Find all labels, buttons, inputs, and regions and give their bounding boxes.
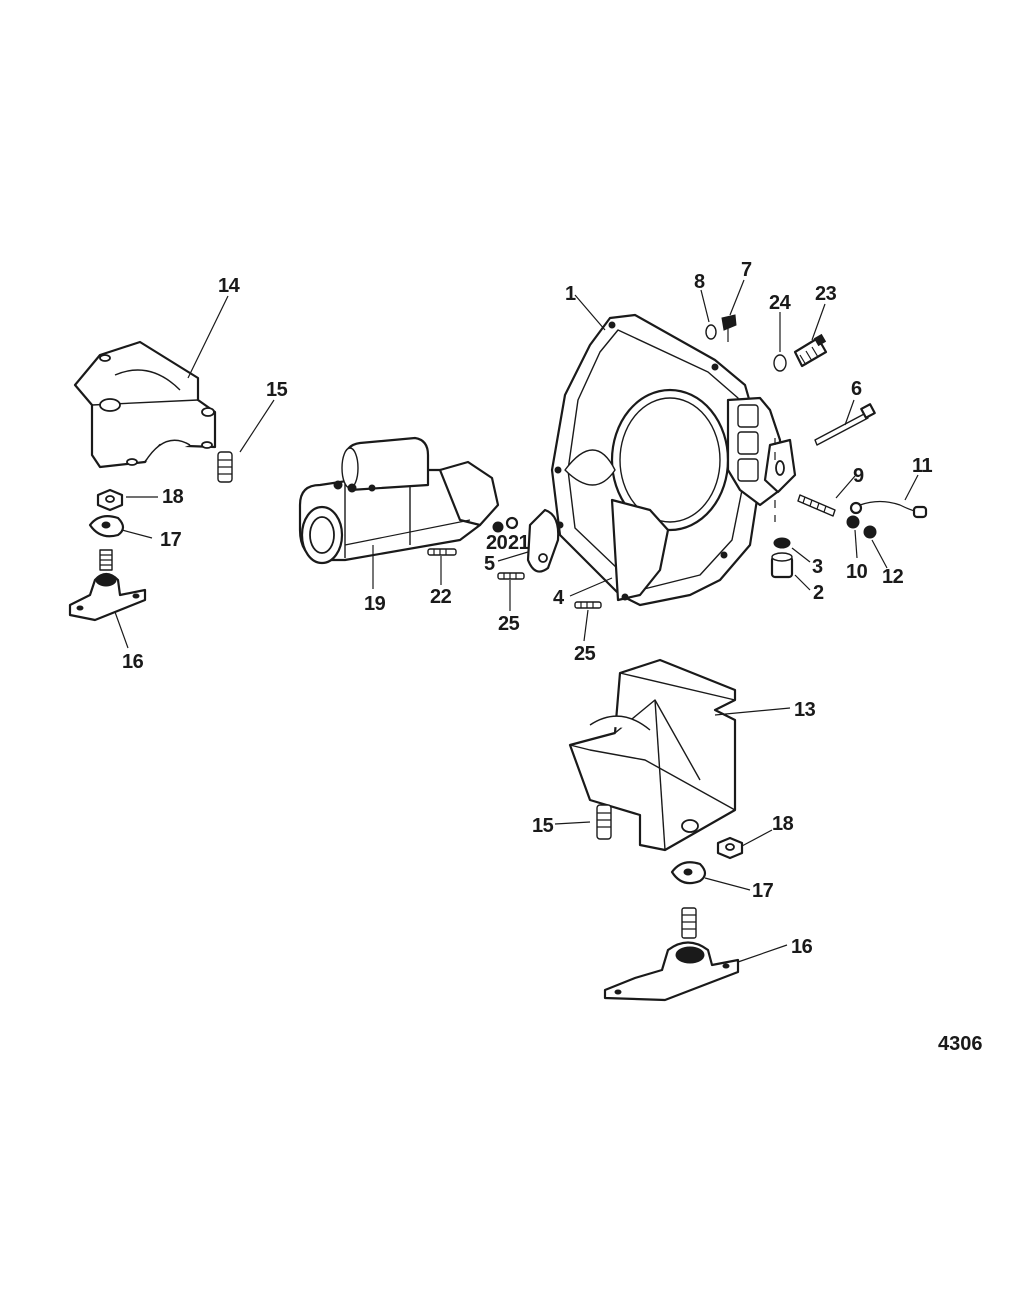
starter-motor-19 bbox=[298, 436, 500, 565]
callout-11: 11 bbox=[912, 455, 933, 477]
callout-25-upper: 25 bbox=[498, 613, 520, 635]
bolt-15-right bbox=[596, 804, 612, 840]
washer-21 bbox=[505, 516, 519, 530]
bolt-25-lower bbox=[574, 601, 602, 609]
leader-lines bbox=[114, 279, 919, 963]
nut-18-right bbox=[716, 836, 744, 860]
callout-9: 9 bbox=[853, 465, 864, 487]
spacer-2 bbox=[770, 552, 794, 579]
callout-16-right: 16 bbox=[791, 936, 813, 958]
cover-plate-5 bbox=[526, 508, 560, 573]
nut-12 bbox=[863, 525, 877, 539]
sensor-11 bbox=[849, 500, 928, 519]
callout-17-left: 17 bbox=[160, 529, 182, 551]
callout-25-lower: 25 bbox=[574, 643, 596, 665]
washer-3 bbox=[773, 537, 791, 549]
callout-15-right: 15 bbox=[532, 815, 554, 837]
stud-9 bbox=[797, 494, 836, 517]
callout-21: 21 bbox=[508, 532, 530, 554]
washer-17-right bbox=[670, 861, 707, 885]
screw-7 bbox=[721, 314, 737, 342]
callout-24: 24 bbox=[769, 292, 792, 314]
bolt-25-upper bbox=[497, 572, 525, 580]
long-bolt-6 bbox=[814, 403, 876, 446]
callout-16-left: 16 bbox=[122, 651, 144, 673]
callout-10: 10 bbox=[846, 561, 868, 583]
figure-code: 4306 bbox=[938, 1033, 983, 1055]
callout-12: 12 bbox=[882, 566, 904, 588]
nut-18-left bbox=[96, 488, 124, 512]
callout-23: 23 bbox=[815, 283, 837, 305]
washer-24 bbox=[773, 354, 787, 372]
engine-mount-16-right bbox=[603, 907, 740, 1002]
nut-20 bbox=[492, 521, 504, 533]
callout-3: 3 bbox=[812, 556, 823, 578]
flywheel-housing-1 bbox=[550, 313, 797, 607]
callout-20: 20 bbox=[486, 532, 508, 554]
bolt-22 bbox=[427, 548, 457, 556]
callout-17-right: 17 bbox=[752, 880, 774, 902]
callout-14: 14 bbox=[218, 275, 241, 297]
callout-13: 13 bbox=[794, 699, 816, 721]
callout-22: 22 bbox=[430, 586, 452, 608]
callout-18-right: 18 bbox=[772, 813, 794, 835]
bolt-15-left bbox=[217, 451, 233, 483]
callout-6: 6 bbox=[851, 378, 862, 400]
callout-7: 7 bbox=[741, 259, 752, 281]
engine-mount-16-left bbox=[68, 549, 147, 622]
callout-4: 4 bbox=[553, 587, 565, 609]
rear-mount-bracket-14 bbox=[73, 340, 217, 469]
callout-19: 19 bbox=[364, 593, 386, 615]
front-mount-bracket-13 bbox=[568, 658, 737, 852]
washer-17-left bbox=[88, 515, 125, 538]
nut-10 bbox=[846, 515, 860, 529]
fitting-23 bbox=[793, 333, 828, 368]
washer-8 bbox=[705, 324, 717, 340]
callout-5: 5 bbox=[484, 553, 495, 575]
callout-2: 2 bbox=[813, 582, 824, 604]
callout-15-left: 15 bbox=[266, 379, 288, 401]
callout-18-left: 18 bbox=[162, 486, 184, 508]
callout-labels: 14 15 18 17 16 1 8 7 24 23 6 9 11 20 21 … bbox=[122, 259, 983, 1055]
callout-1: 1 bbox=[565, 283, 576, 305]
callout-8: 8 bbox=[694, 271, 705, 293]
